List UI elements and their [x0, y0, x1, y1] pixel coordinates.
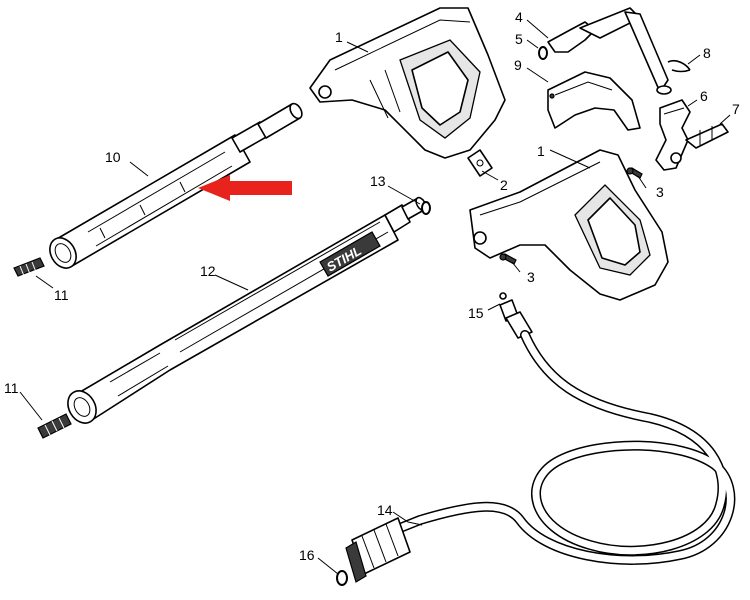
- callout-1a: 1: [335, 29, 343, 45]
- part-9-trigger-cover: [547, 71, 641, 131]
- callout-11b: 11: [4, 380, 19, 396]
- part-7-pin: [685, 123, 729, 149]
- callout-16: 16: [299, 547, 315, 563]
- part-14-hose: [345, 330, 736, 583]
- callout-labels: 1 1 2 3 3 4 5 6 7 8 9 10 11 11 12 13 14 …: [4, 9, 740, 563]
- part-3-screw-right: [626, 167, 643, 179]
- callout-3a: 3: [656, 184, 664, 200]
- callout-10: 10: [105, 149, 121, 165]
- part-2-plate: [467, 149, 493, 177]
- callout-7: 7: [732, 101, 740, 117]
- part-4-valve-fitting: [547, 7, 672, 95]
- leader-lines: [19, 19, 731, 575]
- callout-2: 2: [500, 177, 508, 193]
- callout-11a: 11: [54, 287, 69, 303]
- callout-15: 15: [468, 305, 484, 321]
- callout-5: 5: [515, 31, 523, 47]
- part-11-spring-lower: [37, 413, 72, 439]
- part-8-clip: [667, 59, 691, 73]
- callout-4: 4: [515, 9, 523, 25]
- callout-6: 6: [700, 88, 708, 104]
- part-10-lance-tube: [49, 102, 303, 269]
- part-6-valve-body: [655, 99, 691, 171]
- part-1-handle-housing-lower: [469, 149, 669, 301]
- callout-9: 9: [514, 57, 522, 73]
- callout-12: 12: [200, 263, 216, 279]
- part-16-o-ring: [336, 570, 348, 586]
- callout-8: 8: [703, 45, 711, 61]
- part-11-spring-upper: [13, 257, 45, 277]
- highlight-arrow: [198, 175, 292, 201]
- callout-1b: 1: [537, 143, 545, 159]
- part-1-handle-housing-upper: [309, 7, 506, 159]
- part-5-o-ring: [538, 46, 548, 60]
- part-13-o-ring: [421, 201, 431, 215]
- callout-13: 13: [370, 173, 386, 189]
- callout-3b: 3: [527, 269, 535, 285]
- part-3-screw-left: [499, 253, 517, 265]
- callout-14: 14: [377, 502, 393, 518]
